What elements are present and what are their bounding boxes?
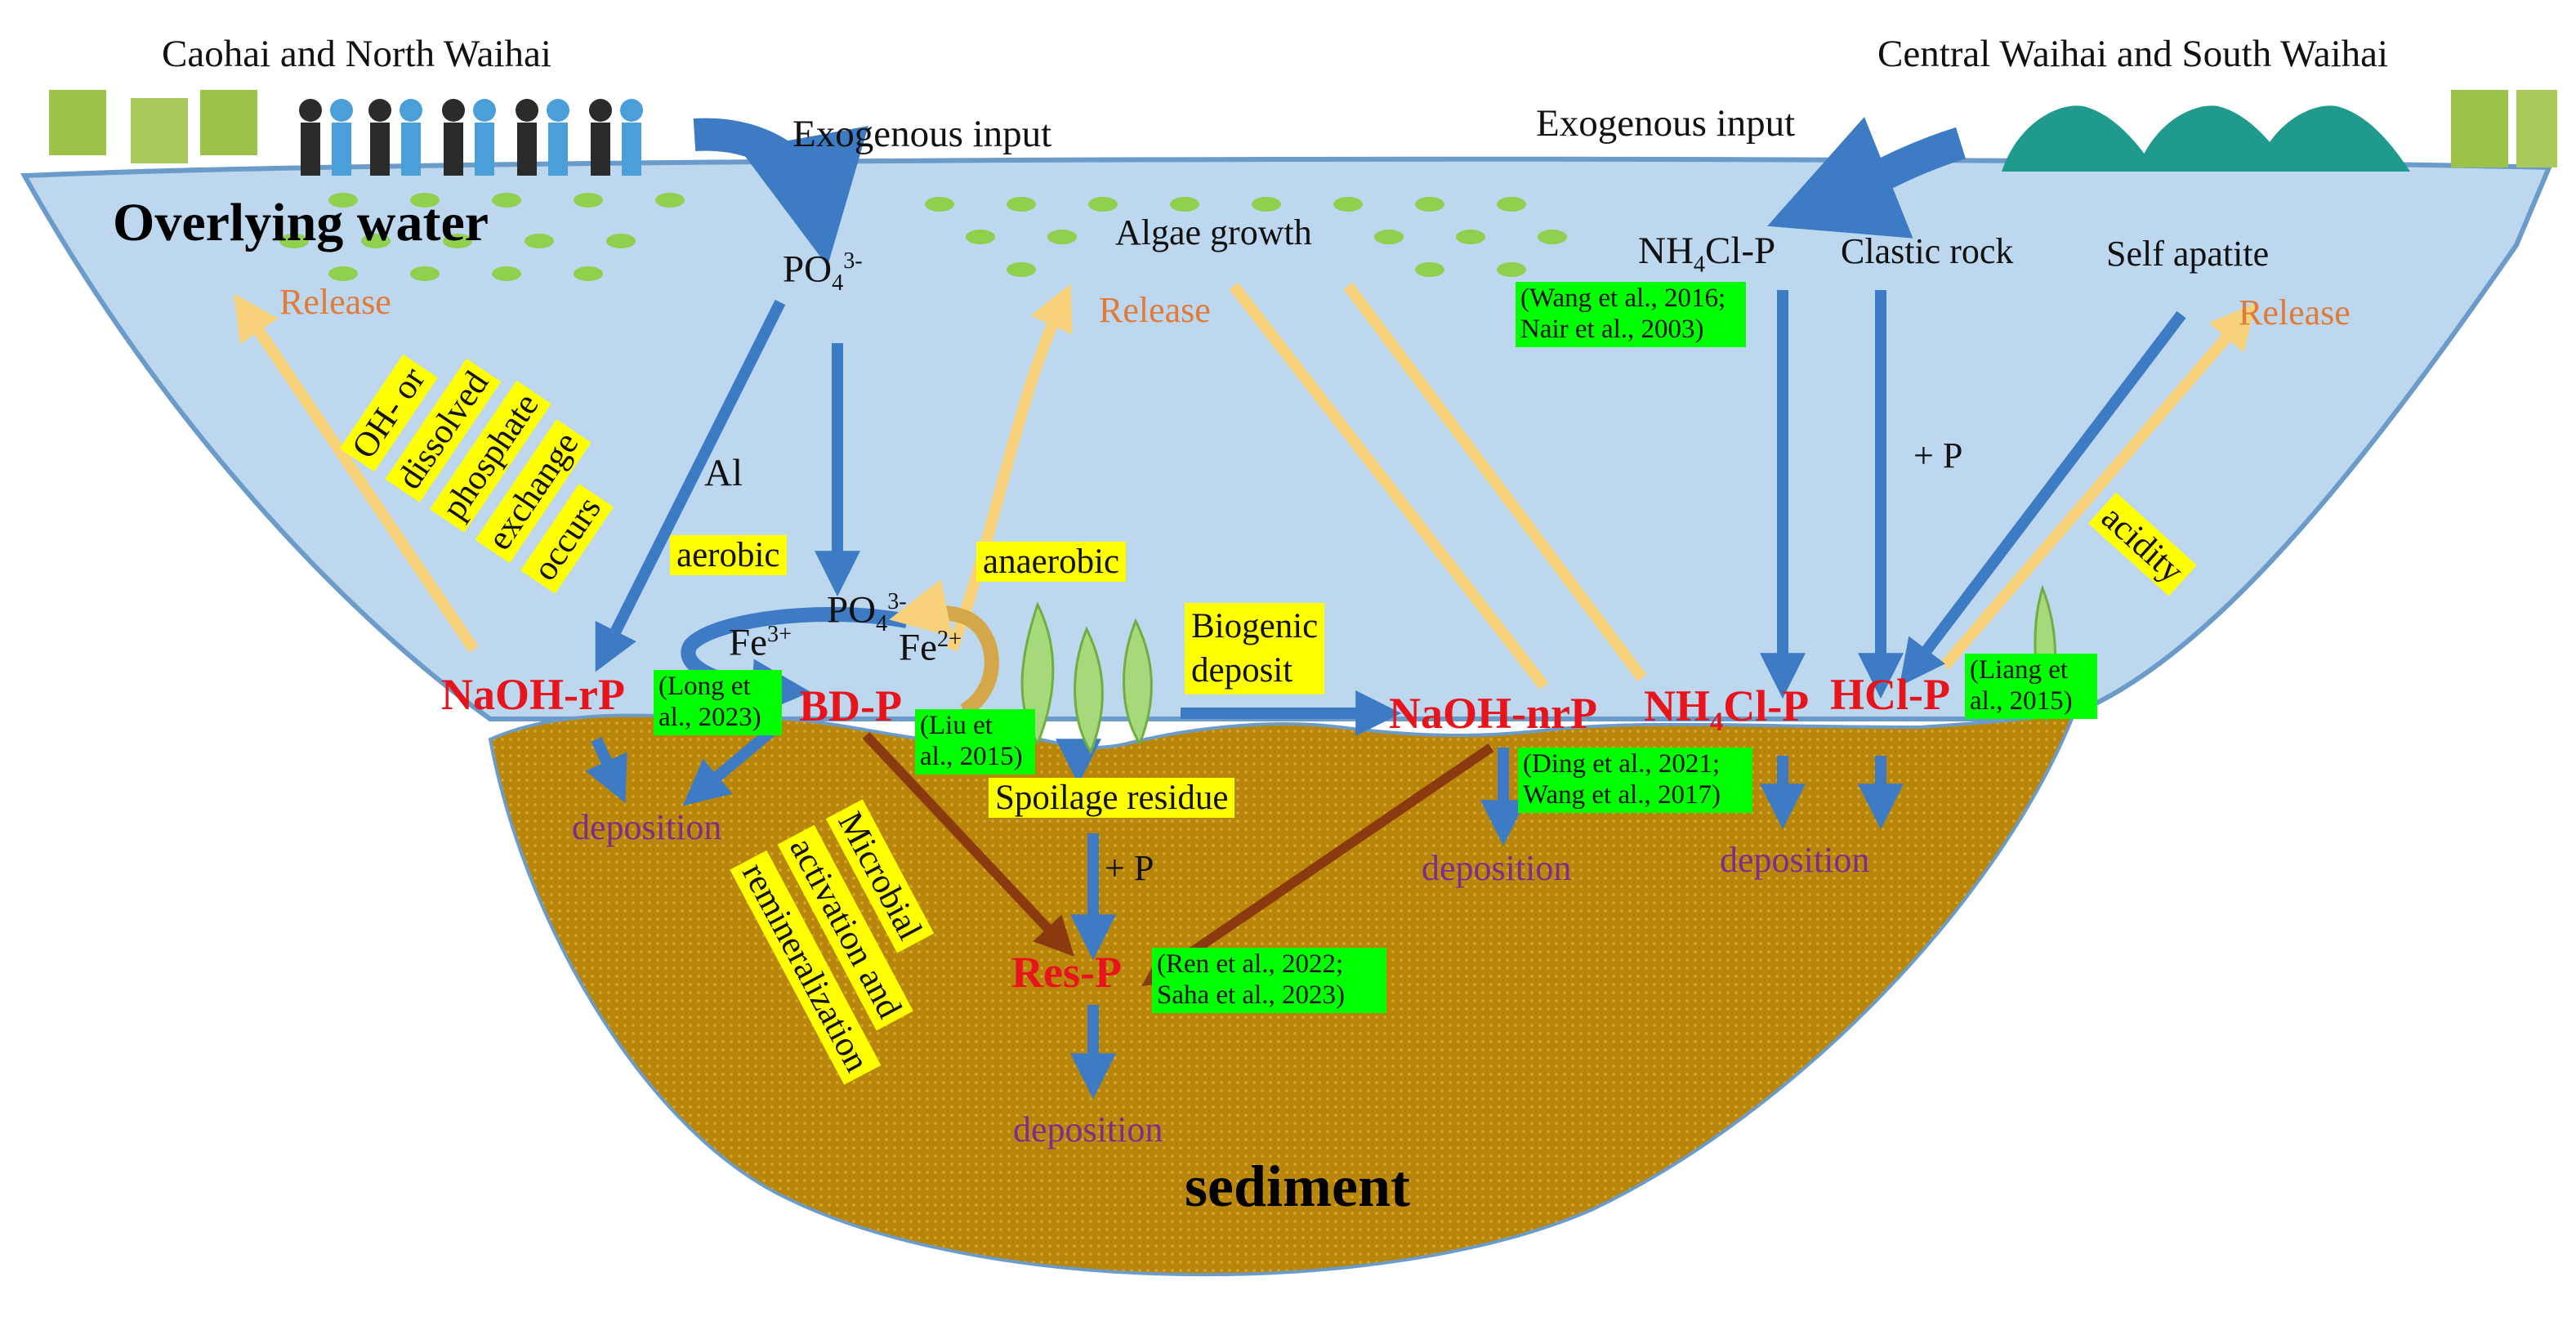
al-label: Al: [704, 452, 743, 494]
aerobic-label: aerobic: [670, 535, 787, 576]
algae-cluster-mid: [925, 197, 1567, 277]
po4-top: PO43-: [783, 248, 863, 297]
ref-liu: (Liu et al., 2015): [915, 709, 1035, 775]
deposition-mid: deposition: [1422, 848, 1572, 888]
exogenous-arrow-left: [693, 118, 868, 266]
deposition-right: deposition: [1720, 840, 1870, 880]
plus-p-right: + P: [1913, 435, 1963, 475]
fraction-nh4cl-p: NH4Cl-P: [1644, 681, 1810, 737]
ref-liang: (Liang et al., 2015): [1965, 654, 2097, 719]
fe-reduction-arrow: [889, 578, 999, 717]
header-right-region: Central Waihai and South Waihai: [1877, 33, 2389, 75]
fraction-naoh-nrp: NaOH-nrP: [1389, 689, 1597, 738]
self-apatite-label: Self apatite: [2106, 234, 2270, 274]
ref-long: (Long et al., 2023): [654, 670, 782, 735]
fraction-bd-p: BD-P: [799, 681, 902, 730]
release-label-left: Release: [279, 282, 391, 322]
rock-mound-icon: [2002, 105, 2410, 172]
algae-cluster-left: [279, 193, 685, 281]
release-label-right: Release: [2239, 292, 2351, 333]
release-arrows: [233, 282, 2257, 690]
fraction-hcl-p: HCl-P: [1830, 670, 1950, 719]
exogenous-arrow-right: [1767, 117, 1966, 239]
sediment-title: sediment: [1185, 1154, 1410, 1219]
people-icon: [299, 99, 643, 176]
deposition-bottom: deposition: [1013, 1109, 1163, 1150]
header-left-region: Caohai and North Waihai: [162, 33, 551, 75]
grass-icon: [49, 90, 2557, 167]
blue-flow-arrows: [585, 290, 2186, 1100]
anaerobic-label: anaerobic: [976, 542, 1127, 583]
spoilage-residue-label: Spoilage residue: [989, 778, 1235, 819]
fraction-res-p: Res-P: [1011, 948, 1122, 997]
aquatic-plant-icon: [1020, 584, 2057, 755]
fe2-label: Fe2+: [899, 626, 962, 669]
clastic-rock-label: Clastic rock: [1841, 231, 2014, 271]
fraction-naoh-rp: NaOH-rP: [441, 670, 625, 719]
exogenous-input-right: Exogenous input: [1536, 102, 1796, 145]
ref-ren-saha: (Ren et al., 2022; Saha et al., 2023): [1152, 948, 1386, 1013]
po4-mid: PO43-: [827, 588, 907, 637]
exogenous-input-left: Exogenous input: [792, 113, 1052, 155]
overlying-water-title: Overlying water: [113, 193, 489, 252]
deposition-left: deposition: [572, 807, 722, 847]
ref-ding-wang: (Ding et al., 2021; Wang et al., 2017): [1518, 748, 1752, 813]
brown-arrows: [862, 731, 1494, 987]
ref-wang-nair: (Wang et al., 2016; Nair et al., 2003): [1516, 282, 1746, 347]
fe3-label: Fe3+: [729, 621, 792, 664]
release-label-mid: Release: [1099, 290, 1211, 330]
nh4cl-source-label: NH4Cl-P: [1638, 230, 1776, 278]
algae-growth-label: Algae growth: [1115, 212, 1312, 252]
plus-p-mid: + P: [1105, 848, 1154, 888]
